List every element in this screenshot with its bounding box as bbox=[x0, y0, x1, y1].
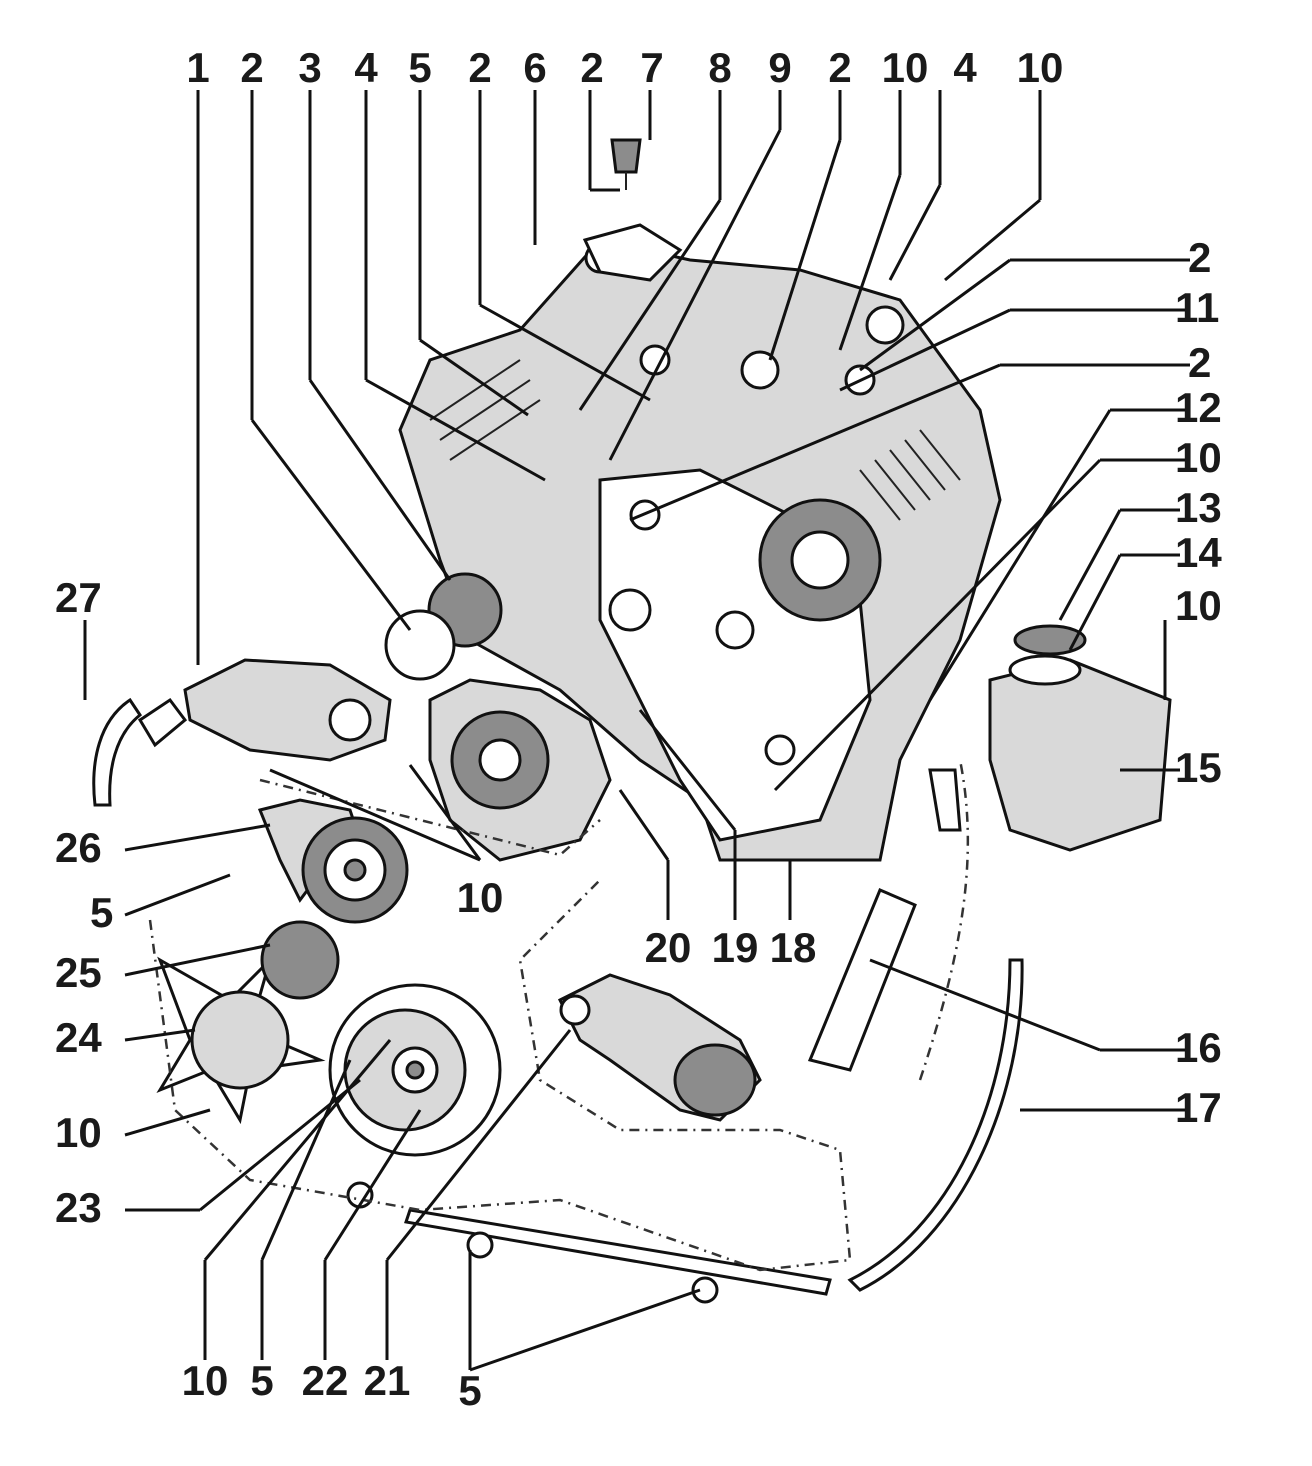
callout-center-2: 20 bbox=[645, 924, 692, 971]
callout-right-10: 16 bbox=[1175, 1024, 1222, 1071]
callout-left-7: 23 bbox=[55, 1184, 102, 1231]
callout-right-9: 15 bbox=[1175, 744, 1222, 791]
callout-right-8: 10 bbox=[1175, 582, 1222, 629]
engine-block-assembly bbox=[398, 138, 1002, 862]
callout-right-3: 2 bbox=[1188, 339, 1211, 386]
expansion-tank bbox=[988, 624, 1172, 852]
callout-right-7: 14 bbox=[1175, 529, 1222, 576]
callout-top-10: 8 bbox=[708, 44, 731, 91]
callout-center-1: 10 bbox=[457, 874, 504, 921]
fan-and-viscous-coupling bbox=[156, 920, 340, 1125]
callout-top-13: 10 bbox=[882, 44, 929, 91]
callout-top-7: 6 bbox=[523, 44, 546, 91]
callout-top-1: 1 bbox=[186, 44, 209, 91]
oil-filter bbox=[557, 973, 762, 1122]
callouts-top: 1 2 3 4 5 2 6 2 7 8 9 2 10 4 10 bbox=[186, 44, 1063, 91]
callout-top-9: 7 bbox=[640, 44, 663, 91]
callout-top-15: 10 bbox=[1017, 44, 1064, 91]
left-water-outlet bbox=[92, 658, 392, 807]
callout-right-5: 10 bbox=[1175, 434, 1222, 481]
callout-top-4: 4 bbox=[354, 44, 378, 91]
callout-left-5: 24 bbox=[55, 1014, 102, 1061]
callout-right-6: 13 bbox=[1175, 484, 1222, 531]
callout-center-3: 19 bbox=[712, 924, 759, 971]
lower-coolant-pipe bbox=[346, 1181, 832, 1304]
callout-top-6: 2 bbox=[468, 44, 491, 91]
hoses bbox=[807, 768, 1024, 1292]
crankshaft-pulley bbox=[328, 983, 502, 1157]
callout-right-1: 2 bbox=[1188, 234, 1211, 281]
callout-top-3: 3 bbox=[298, 44, 321, 91]
water-pump-assembly bbox=[384, 572, 612, 862]
callout-top-5: 5 bbox=[408, 44, 431, 91]
callout-top-12: 2 bbox=[828, 44, 851, 91]
callout-center-4: 18 bbox=[770, 924, 817, 971]
callout-right-11: 17 bbox=[1175, 1084, 1222, 1131]
callout-right-4: 12 bbox=[1175, 384, 1222, 431]
callout-top-8: 2 bbox=[580, 44, 603, 91]
callout-right-2: 11 bbox=[1175, 284, 1219, 331]
drive-belt-path bbox=[148, 759, 970, 1272]
callouts-right: 2 11 2 12 10 13 14 10 15 16 17 bbox=[1175, 234, 1222, 1131]
leader-lines bbox=[83, 90, 1190, 1372]
callouts-center: 10 20 19 18 bbox=[457, 874, 817, 971]
callout-left-3: 5 bbox=[90, 889, 113, 936]
callout-bottom-2: 5 bbox=[250, 1357, 273, 1404]
callout-top-11: 9 bbox=[768, 44, 791, 91]
callout-bottom-1: 10 bbox=[182, 1357, 229, 1404]
callout-left-6: 10 bbox=[55, 1109, 102, 1156]
callout-top-2: 2 bbox=[240, 44, 263, 91]
callout-left-4: 25 bbox=[55, 949, 102, 996]
callout-left-1: 27 bbox=[55, 574, 102, 621]
callout-bottom-5: 5 bbox=[458, 1367, 481, 1414]
callout-top-14: 4 bbox=[953, 44, 977, 91]
belt-tensioner bbox=[257, 798, 409, 924]
callouts-bottom: 10 5 22 21 5 bbox=[182, 1357, 482, 1414]
callout-left-2: 26 bbox=[55, 824, 102, 871]
callout-bottom-3: 22 bbox=[302, 1357, 349, 1404]
callout-bottom-4: 21 bbox=[364, 1357, 411, 1404]
callouts-left: 27 26 5 25 24 10 23 bbox=[55, 574, 113, 1231]
